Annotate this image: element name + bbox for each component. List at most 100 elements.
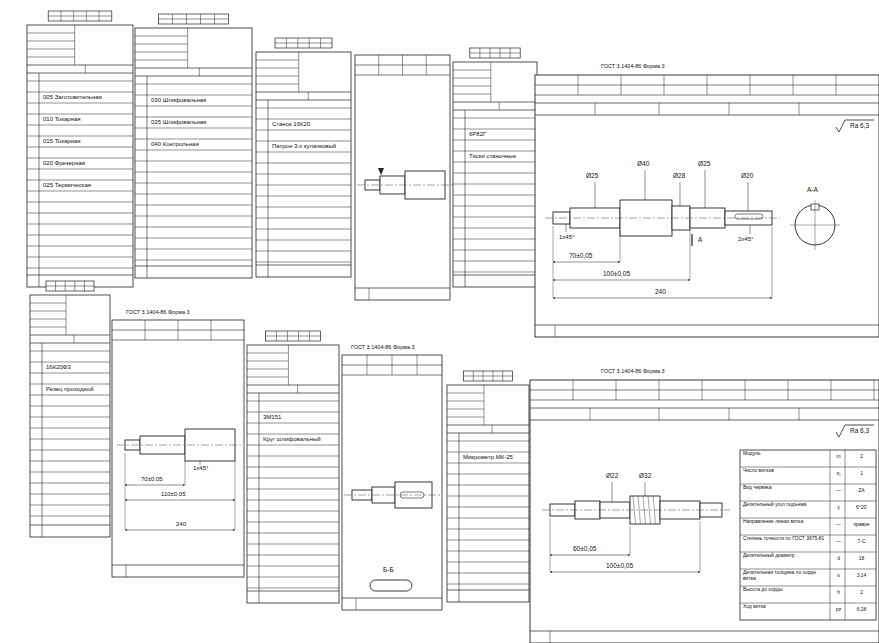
worm-thread bbox=[653, 496, 656, 524]
section-letter: А bbox=[697, 236, 703, 243]
grid-line bbox=[30, 319, 66, 320]
grid-line bbox=[740, 518, 876, 519]
table-cell: γ bbox=[831, 505, 846, 511]
worm-thread bbox=[648, 496, 651, 524]
grid-line bbox=[247, 361, 288, 362]
grid-line bbox=[492, 371, 493, 381]
grid-line bbox=[27, 202, 133, 203]
grid-line bbox=[46, 286, 94, 287]
grid-line bbox=[745, 380, 746, 400]
equipment-text: 6Р82Г bbox=[468, 131, 487, 138]
diameter-dimension: Ø20 bbox=[740, 172, 754, 179]
grid-line bbox=[659, 408, 660, 420]
grid-line bbox=[27, 136, 133, 137]
grid-line bbox=[535, 103, 879, 104]
leader-line bbox=[612, 482, 613, 502]
grid-line bbox=[247, 353, 288, 354]
dimension-line bbox=[125, 500, 235, 501]
grid-line bbox=[247, 423, 339, 424]
grid-line bbox=[135, 249, 252, 250]
extension-line bbox=[690, 230, 691, 280]
leader-line bbox=[595, 182, 596, 208]
table-cell: 18 bbox=[846, 556, 877, 562]
grid-line bbox=[502, 371, 503, 381]
grid-line bbox=[535, 115, 879, 116]
grid-line bbox=[530, 390, 879, 391]
grid-line bbox=[740, 501, 876, 502]
grid-line bbox=[247, 369, 288, 370]
grid-line bbox=[308, 92, 309, 100]
grid-line bbox=[479, 48, 480, 58]
grid-line bbox=[268, 100, 269, 277]
grid-line bbox=[590, 408, 591, 420]
grid-line bbox=[85, 65, 86, 73]
chamfer-dimension: 2x45° bbox=[737, 236, 754, 243]
table-cell: 2 bbox=[846, 590, 877, 596]
dimension-line bbox=[553, 262, 620, 263]
grid-line bbox=[616, 380, 617, 400]
grid-line bbox=[247, 412, 339, 413]
grid-line bbox=[453, 173, 537, 174]
grid-line bbox=[483, 385, 484, 425]
grid-line bbox=[453, 272, 537, 273]
table-cell: 3,14 bbox=[846, 573, 877, 579]
grid-line bbox=[453, 129, 537, 130]
length-dimension: 70±0,05 bbox=[568, 252, 593, 259]
grid-line bbox=[740, 484, 876, 485]
grid-line bbox=[30, 311, 66, 312]
grid-line bbox=[320, 38, 321, 48]
grid-line bbox=[256, 100, 351, 101]
grid-line bbox=[740, 467, 876, 468]
form-note: ГОСТ 3.1404-86 Форма 3 bbox=[600, 63, 666, 69]
grid-line bbox=[470, 53, 520, 54]
tool-symbol bbox=[378, 168, 384, 175]
grid-line bbox=[178, 320, 179, 340]
grid-line bbox=[309, 331, 310, 341]
grid-line bbox=[740, 569, 876, 570]
grid-line bbox=[135, 139, 252, 140]
grid-line bbox=[492, 425, 493, 433]
grid-line bbox=[793, 75, 794, 95]
leader-line bbox=[705, 170, 706, 208]
extension-line bbox=[772, 227, 773, 298]
table-cell: m bbox=[831, 454, 846, 460]
grid-line bbox=[30, 335, 110, 336]
equipment-text: Резец проходной bbox=[45, 386, 95, 393]
grid-line bbox=[621, 75, 622, 95]
equipment-text: Тиски станочные bbox=[468, 153, 517, 160]
leader-line bbox=[748, 182, 749, 211]
chamfer-dimension: 1x45° bbox=[192, 465, 209, 472]
grid-line bbox=[135, 44, 188, 45]
leader-line bbox=[645, 170, 646, 200]
grid-line bbox=[740, 586, 876, 587]
grid-line bbox=[473, 371, 474, 381]
grid-line bbox=[453, 70, 491, 71]
grid-line bbox=[286, 38, 287, 48]
grid-line bbox=[510, 48, 511, 58]
grid-line bbox=[27, 180, 133, 181]
extension-line bbox=[125, 453, 126, 530]
grid-line bbox=[453, 94, 491, 95]
equipment-text: Круг шлифовальный bbox=[262, 436, 322, 443]
grid-line bbox=[135, 150, 252, 151]
grid-line bbox=[247, 566, 339, 567]
grid-line bbox=[453, 140, 537, 141]
equipment-text: Патрон 3-х кулачковый bbox=[271, 143, 337, 150]
length-dimension: 110±0,05 bbox=[160, 491, 187, 498]
table-cell: z₁ bbox=[831, 471, 846, 477]
grid-line bbox=[135, 52, 188, 53]
center-line bbox=[542, 510, 730, 511]
grid-line bbox=[453, 102, 537, 103]
grid-line bbox=[256, 141, 351, 142]
grid-line bbox=[27, 49, 75, 50]
grid-line bbox=[99, 11, 100, 21]
grid-line bbox=[287, 331, 288, 341]
grid-line bbox=[256, 119, 351, 120]
header-strip bbox=[275, 38, 332, 48]
grid-line bbox=[48, 16, 112, 17]
grid-line bbox=[135, 36, 188, 37]
grid-line bbox=[135, 227, 252, 228]
extension-line bbox=[620, 230, 621, 262]
grid-line bbox=[172, 14, 173, 24]
